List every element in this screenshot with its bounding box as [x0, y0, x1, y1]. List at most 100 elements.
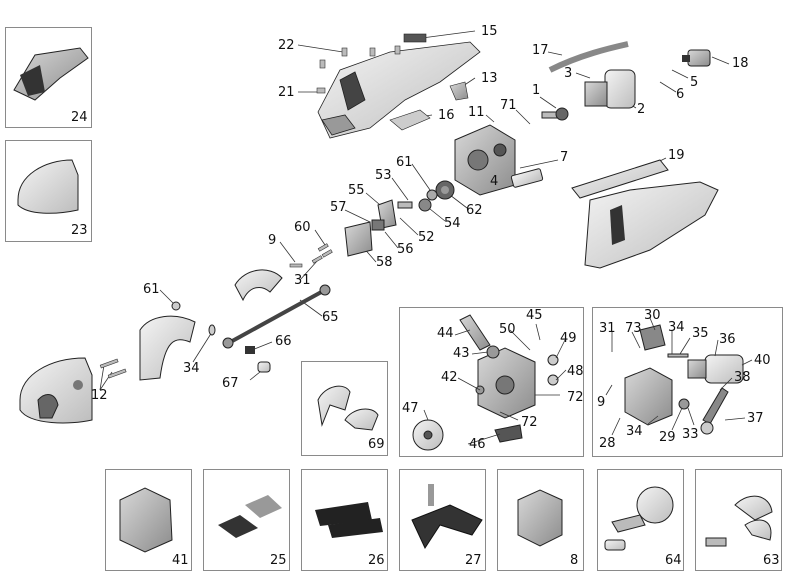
- gear-callout-72a: 72: [567, 390, 584, 405]
- callout-61b: 61: [143, 282, 160, 297]
- callout-6: 6: [676, 87, 685, 102]
- callout-62: 62: [466, 203, 483, 218]
- motor-kit-box: [592, 307, 783, 457]
- leader-6: [659, 81, 677, 93]
- kit-box-26: [301, 469, 388, 571]
- gear-callout-46: 46: [469, 437, 486, 452]
- leader-12a: [99, 364, 105, 391]
- callout-21: 21: [278, 85, 295, 100]
- thumb-25-contacts: [218, 515, 258, 538]
- callout-4: 4: [490, 174, 499, 189]
- leader-56: [384, 231, 399, 249]
- callout-65: 65: [322, 310, 339, 325]
- motor-callout-36: 36: [719, 332, 736, 347]
- screws-12: [99, 358, 127, 379]
- callout-1: 1: [532, 83, 541, 98]
- thumb-69-blades: [317, 385, 351, 427]
- kit-label-63: 63: [763, 553, 780, 568]
- motor-callout-9: 9: [597, 395, 606, 410]
- gear-callout-50: 50: [499, 322, 516, 337]
- part-13-trigger: [449, 81, 469, 101]
- curved-blade: [139, 315, 196, 381]
- part-62-gear: [435, 180, 455, 200]
- motor-callout-40: 40: [754, 353, 771, 368]
- thumb-63-blade: [734, 495, 773, 521]
- motor-callout-34b: 34: [626, 424, 643, 439]
- leader-61b: [159, 289, 176, 306]
- thumb-23-cover: [17, 159, 79, 214]
- callout-16: 16: [438, 108, 455, 123]
- leader-11: [485, 114, 495, 123]
- gear-callout-72b: 72: [521, 415, 538, 430]
- callout-54: 54: [444, 216, 461, 231]
- leader-22: [297, 44, 344, 53]
- gear-callout-44: 44: [437, 326, 454, 341]
- leader-3: [575, 72, 591, 79]
- callout-2: 2: [637, 102, 646, 117]
- callout-55: 55: [348, 183, 365, 198]
- kit-box-27: [399, 469, 486, 571]
- motor-callout-34a: 34: [668, 320, 685, 335]
- callout-13: 13: [481, 71, 498, 86]
- handle-window: [610, 205, 625, 245]
- leader-62: [449, 194, 468, 209]
- callout-52: 52: [418, 230, 435, 245]
- part-65-link-rod: [224, 288, 326, 347]
- lower-handle-housing: [584, 181, 719, 269]
- part-54: [418, 198, 432, 212]
- part-17-cable: [548, 41, 629, 73]
- thumb-41-gearbox: [119, 487, 173, 553]
- motor-callout-33: 33: [682, 427, 699, 442]
- callout-53: 53: [375, 168, 392, 183]
- motor-callout-29: 29: [659, 430, 676, 445]
- thumb-8-gearbox: [517, 489, 563, 547]
- kit-label-26: 26: [368, 553, 385, 568]
- kit-box-64: [597, 469, 684, 571]
- callout-9: 9: [268, 233, 277, 248]
- part-16-switch: [389, 109, 431, 131]
- kit-label-23: 23: [71, 223, 88, 238]
- motor-callout-37: 37: [747, 411, 764, 426]
- leader-17: [547, 51, 563, 56]
- callout-34: 34: [183, 361, 200, 376]
- callout-19: 19: [668, 148, 685, 163]
- thumb-26-gaskets: [315, 502, 372, 526]
- gear-kit-box: [399, 307, 584, 457]
- callout-57: 57: [330, 200, 347, 215]
- motor-callout-30: 30: [644, 308, 661, 323]
- part-66-nut: [245, 346, 255, 354]
- gear-callout-42: 42: [441, 370, 458, 385]
- part-67-pin: [257, 361, 271, 373]
- gear-callout-45: 45: [526, 308, 543, 323]
- callout-17: 17: [532, 43, 549, 58]
- part-58-bracket: [344, 221, 373, 257]
- kit-label-8: 8: [570, 553, 579, 568]
- thumb-27-trigger: [411, 504, 483, 550]
- part-4-battery: [510, 168, 544, 188]
- kit-box-69: [301, 361, 388, 456]
- leader-15: [421, 30, 476, 39]
- kit-box-24: [5, 27, 92, 128]
- part-11-gearbox: [454, 124, 516, 196]
- leader-1: [539, 96, 557, 109]
- leader-31: [299, 259, 319, 281]
- motor-callout-73: 73: [625, 321, 642, 336]
- leader-53: [391, 177, 409, 201]
- leader-18: [711, 56, 730, 65]
- leader-60: [314, 229, 326, 246]
- gear-callout-48: 48: [567, 364, 584, 379]
- callout-31: 31: [294, 273, 311, 288]
- part-61b-washer: [171, 301, 181, 311]
- part-61-washer: [426, 189, 438, 201]
- callout-22: 22: [278, 38, 295, 53]
- part-15-trigger-pad: [403, 33, 427, 43]
- part-1-pinion: [541, 107, 569, 121]
- kit-label-25: 25: [270, 553, 287, 568]
- gear-kit-art: [412, 314, 559, 451]
- gear-callout-47: 47: [402, 401, 419, 416]
- callout-5: 5: [690, 75, 699, 90]
- kit-box-8: [497, 469, 584, 571]
- kit-box-63: [695, 469, 782, 571]
- motor-kit-art: [624, 324, 744, 435]
